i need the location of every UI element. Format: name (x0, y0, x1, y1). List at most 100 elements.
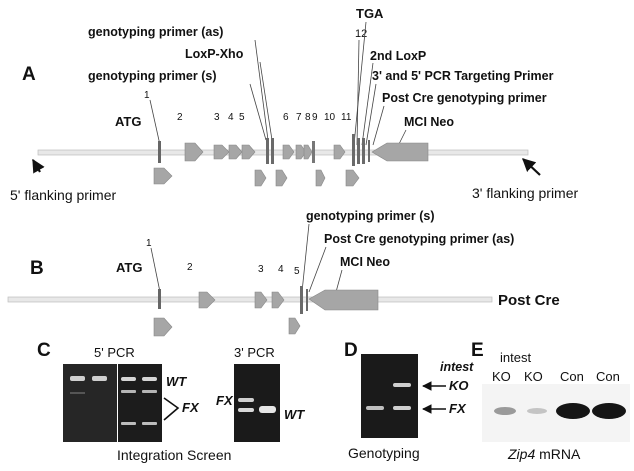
b-leader-mcineo (335, 269, 343, 293)
genotyping-primer-s-label: genotyping primer (s) (88, 69, 216, 83)
b-leader-atg (150, 247, 161, 293)
exon-3-label: 3 (214, 112, 220, 123)
genotyping-caption: Genotyping (348, 445, 420, 461)
b-exon-4 (271, 291, 285, 309)
panel-e-letter: E (471, 340, 484, 361)
band-fx-lane1 (366, 406, 384, 410)
band-5pcr-lane3-wt (121, 377, 136, 381)
b-exon-2-label: 2 (187, 262, 193, 273)
post-cre-locus-line (7, 296, 493, 303)
b-exon-3 (254, 291, 268, 309)
zip4-gene-name: Zip4 (507, 446, 535, 462)
blot-band-con-1 (556, 403, 590, 419)
exon-8 (303, 144, 313, 160)
b-exon-2 (198, 291, 216, 309)
targeting-primer-bar (368, 140, 370, 162)
exon-8-label: 8 (305, 112, 311, 123)
mrna-suffix: mRNA (535, 446, 581, 462)
band-5pcr-lane4-wt (142, 377, 157, 381)
leader-atg (149, 99, 161, 146)
exon-7 (295, 144, 307, 160)
panel-b: B genotyping primer (s) Post Cre genotyp… (7, 209, 560, 337)
band-5pcr-lane3-fx1 (121, 390, 136, 393)
exon-7-label: 7 (296, 112, 302, 123)
zip4-mrna-caption: Zip4 mRNA (507, 446, 581, 462)
b-atg-label: ATG (116, 260, 142, 275)
b-exon-5-lower (288, 317, 301, 335)
d-fx-label: FX (449, 401, 467, 416)
panel-e: E intest KO KO Con Con Zip4 mRNA (471, 340, 630, 462)
leader-loxp-xho (259, 61, 273, 141)
leader-exon12 (356, 39, 360, 146)
exon-2-label: 2 (177, 112, 183, 123)
loxp-xho-bar-1 (266, 138, 269, 164)
mci-neo-cassette (371, 142, 429, 162)
band-5pcr-lane2 (92, 376, 107, 381)
exon-1-lower (153, 167, 173, 185)
leader-loxp2 (361, 62, 374, 146)
exon-5-lower (254, 169, 267, 187)
lane-label-con-2: Con (596, 369, 620, 384)
b-exon-1-lower (153, 317, 173, 337)
b-primer-bar (306, 289, 308, 311)
lane-label-ko-1: KO (492, 369, 511, 384)
blot-band-ko-1 (494, 407, 516, 415)
panel-d-letter: D (344, 340, 358, 361)
d-intest-label: intest (440, 360, 474, 374)
loxp-xho-label: LoxP-Xho (185, 47, 244, 61)
tga-label: TGA (356, 6, 384, 21)
wt-label-3pcr: WT (284, 407, 305, 422)
atg-exon-bar (158, 141, 161, 163)
exon-11-lower (345, 169, 360, 187)
leader-postcre (372, 105, 385, 146)
pcr-5-label: 5' PCR (94, 345, 135, 360)
panel-b-letter: B (30, 258, 44, 279)
post-cre-genotyping-primer-label: Post Cre genotyping primer (382, 91, 547, 105)
band-5pcr-lane4-fx2 (142, 422, 157, 425)
mci-neo-label: MCI Neo (404, 115, 454, 129)
flank-5-arrow (32, 158, 45, 174)
panel-a-letter: A (22, 64, 36, 85)
pcr-3-label: 3' PCR (234, 345, 275, 360)
leader-geno-as (254, 39, 269, 141)
tga-bar (352, 134, 355, 166)
post-cre-label: Post Cre (498, 292, 560, 309)
loxp-xho-bar-2 (271, 138, 274, 164)
gel-5pcr-left (63, 364, 117, 442)
wt-label-5pcr: WT (166, 374, 187, 389)
gel-3pcr (234, 364, 280, 442)
exon-12-bar (357, 138, 360, 164)
gel-genotyping (361, 354, 418, 438)
panel-d: D intest KO FX Genotyping (344, 340, 474, 461)
exon-11-label: 11 (341, 112, 352, 123)
b-atg-bar (158, 289, 161, 309)
lane-label-con-1: Con (560, 369, 584, 384)
b-exon-3-label: 3 (258, 264, 264, 275)
b-genotyping-primer-s-label: genotyping primer (s) (306, 209, 434, 223)
exon-5-label: 5 (239, 112, 245, 123)
second-loxp-bar (362, 138, 365, 164)
ko-label: KO (449, 378, 469, 393)
b-leader-postcre (308, 246, 327, 293)
fx-bracket (163, 397, 180, 421)
exon-11 (333, 144, 346, 160)
exon-2 (184, 142, 204, 162)
fx-label-5pcr: FX (182, 400, 200, 415)
integration-screen-caption: Integration Screen (117, 447, 231, 463)
exon-9-label: 9 (312, 112, 318, 123)
lane-label-ko-2: KO (524, 369, 543, 384)
band-5pcr-lane3-fx2 (121, 422, 136, 425)
b-mci-neo-label: MCI Neo (340, 255, 390, 269)
exon-1-label: 1 (144, 90, 150, 101)
exon-5 (241, 144, 256, 160)
exon-6 (282, 144, 295, 160)
b-mci-neo-cassette (308, 289, 379, 311)
exon-10-lower (315, 169, 326, 187)
b-exon-4-label: 4 (278, 264, 284, 275)
fx-label-3pcr: FX (216, 393, 234, 408)
leader-geno-s (249, 83, 267, 141)
flank-3-arrow (522, 158, 541, 176)
panel-a: A genotyping primer (as) TGA LoxP-Xho 12… (10, 6, 579, 203)
flank-5-label: 5' flanking primer (10, 187, 117, 203)
